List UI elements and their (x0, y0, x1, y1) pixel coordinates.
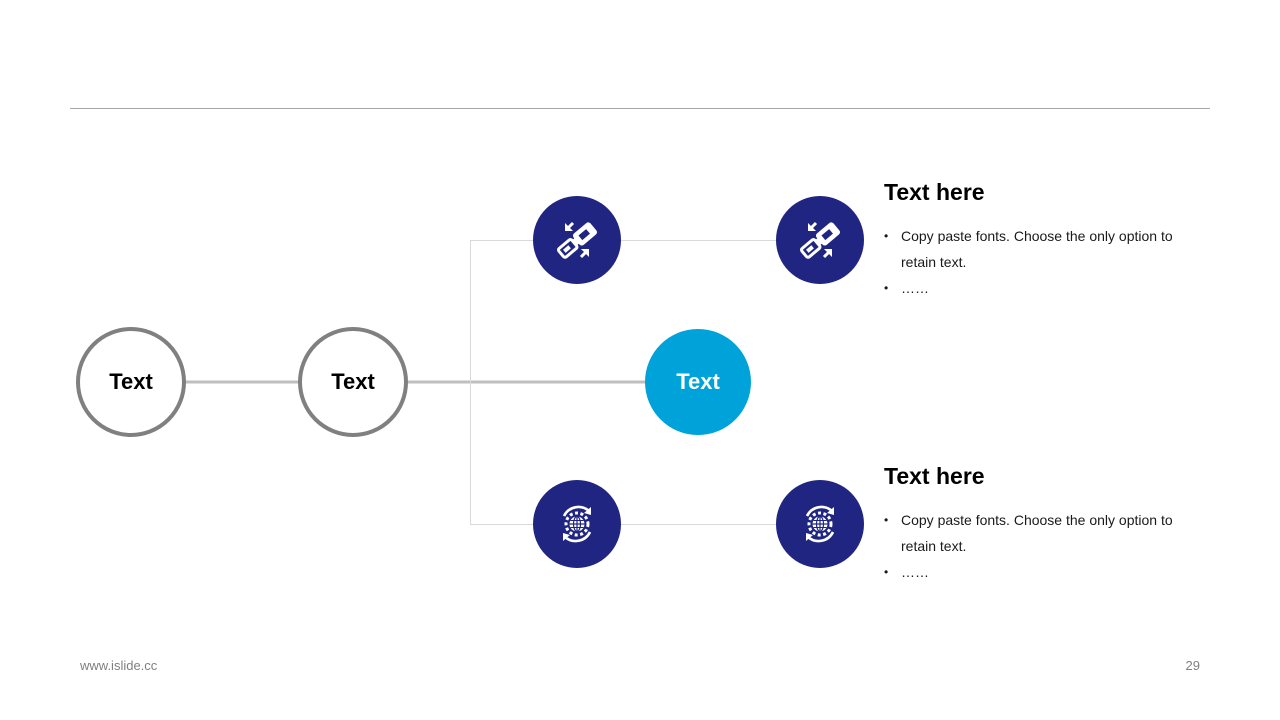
info-top-title: Text here (884, 179, 985, 205)
node-first-label: Text (109, 369, 153, 394)
page-number: 29 (1185, 658, 1200, 673)
icon-node-top-right (776, 196, 864, 284)
info-top-bullet: …… (884, 275, 1204, 301)
info-bottom-bullet: …… (884, 559, 1204, 585)
node-center: Text (645, 329, 751, 435)
icon-node-bottom-right (776, 480, 864, 568)
seatbelt-icon (800, 221, 841, 259)
node-first: Text (76, 327, 186, 437)
info-bottom-bullet: Copy paste fonts. Choose the only option… (884, 507, 1204, 559)
icon-node-top-left (533, 196, 621, 284)
node-second-label: Text (331, 369, 375, 394)
top-rule (70, 108, 1210, 109)
node-center-label: Text (676, 369, 720, 394)
footer-url[interactable]: www.islide.cc (80, 658, 158, 673)
info-bottom-bullets: Copy paste fonts. Choose the only option… (884, 507, 1204, 585)
info-bottom-title: Text here (884, 463, 985, 489)
icon-node-bottom-left (533, 480, 621, 568)
info-top-bullet: Copy paste fonts. Choose the only option… (884, 223, 1204, 275)
globe-gear-cycle-icon (562, 505, 592, 543)
globe-gear-cycle-icon (805, 505, 835, 543)
info-top-bullets: Copy paste fonts. Choose the only option… (884, 223, 1204, 301)
node-second: Text (298, 327, 408, 437)
seatbelt-icon (557, 221, 598, 259)
